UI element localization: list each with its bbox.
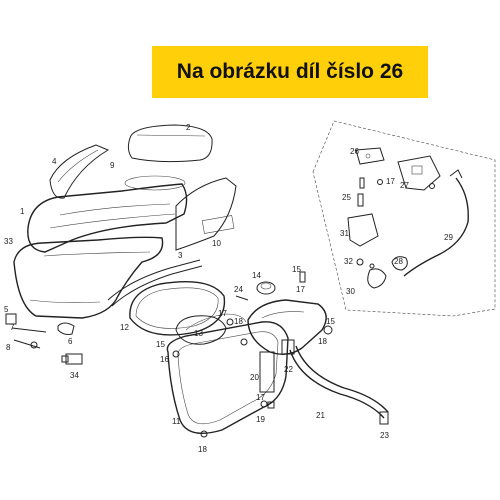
callout-30: 30 (346, 287, 355, 296)
inset-parts (347, 147, 469, 289)
callout-27: 27 (400, 181, 409, 190)
callout-17d: 17 (386, 177, 395, 186)
callout-15b: 15 (326, 317, 335, 326)
callout-22: 22 (284, 365, 293, 374)
callout-28: 28 (394, 257, 403, 266)
callout-1: 1 (20, 207, 25, 216)
callout-12: 12 (120, 323, 129, 332)
callout-19: 19 (256, 415, 265, 424)
callout-3: 3 (178, 251, 183, 260)
callout-32: 32 (344, 257, 353, 266)
tub-lid (175, 315, 227, 345)
callout-10: 10 (212, 239, 221, 248)
callout-17c: 17 (256, 393, 265, 402)
small-parts-middle (172, 271, 333, 438)
callout-4: 4 (52, 157, 57, 166)
callout-31: 31 (340, 229, 349, 238)
callout-9: 9 (110, 161, 115, 170)
callout-7: 7 (10, 323, 15, 332)
callout-17b: 17 (218, 309, 227, 318)
gasket-ring (129, 281, 226, 336)
callout-labels: 1 2 3 4 5 6 7 8 9 10 11 12 13 14 15 15 1… (4, 123, 453, 454)
small-parts-left (5, 313, 83, 365)
callout-34: 34 (70, 371, 79, 380)
callout-14: 14 (252, 271, 261, 280)
callout-33: 33 (4, 237, 13, 246)
seat-base (13, 236, 164, 319)
callout-23: 23 (380, 431, 389, 440)
side-panel-right (175, 177, 237, 251)
callout-20: 20 (250, 373, 259, 382)
banner-text: Na obrázku díl číslo 26 (176, 60, 404, 83)
hose (289, 345, 389, 425)
callout-16: 16 (160, 355, 169, 364)
side-panel-left (49, 144, 110, 199)
seat-top-cover (127, 124, 213, 163)
inset-frame (312, 120, 496, 317)
callout-15c: 15 (156, 340, 165, 349)
upper-housing (247, 299, 327, 393)
callout-15a: 15 (292, 265, 301, 274)
callout-6: 6 (68, 337, 73, 346)
callout-13: 13 (194, 329, 203, 338)
callout-29: 29 (444, 233, 453, 242)
part-number-banner: Na obrázku díl číslo 26 (152, 46, 428, 98)
callout-2: 2 (186, 123, 191, 132)
callout-21: 21 (316, 411, 325, 420)
callout-24: 24 (234, 285, 243, 294)
callout-8: 8 (6, 343, 11, 352)
callout-18a: 18 (318, 337, 327, 346)
callout-18c: 18 (198, 445, 207, 454)
callout-17a: 17 (296, 285, 305, 294)
callout-18b: 18 (234, 317, 243, 326)
callout-5: 5 (4, 305, 9, 314)
seat-rail (107, 259, 203, 307)
callout-11: 11 (172, 417, 181, 426)
callout-26: 26 (350, 147, 359, 156)
storage-tub (166, 313, 289, 434)
callout-25: 25 (342, 193, 351, 202)
